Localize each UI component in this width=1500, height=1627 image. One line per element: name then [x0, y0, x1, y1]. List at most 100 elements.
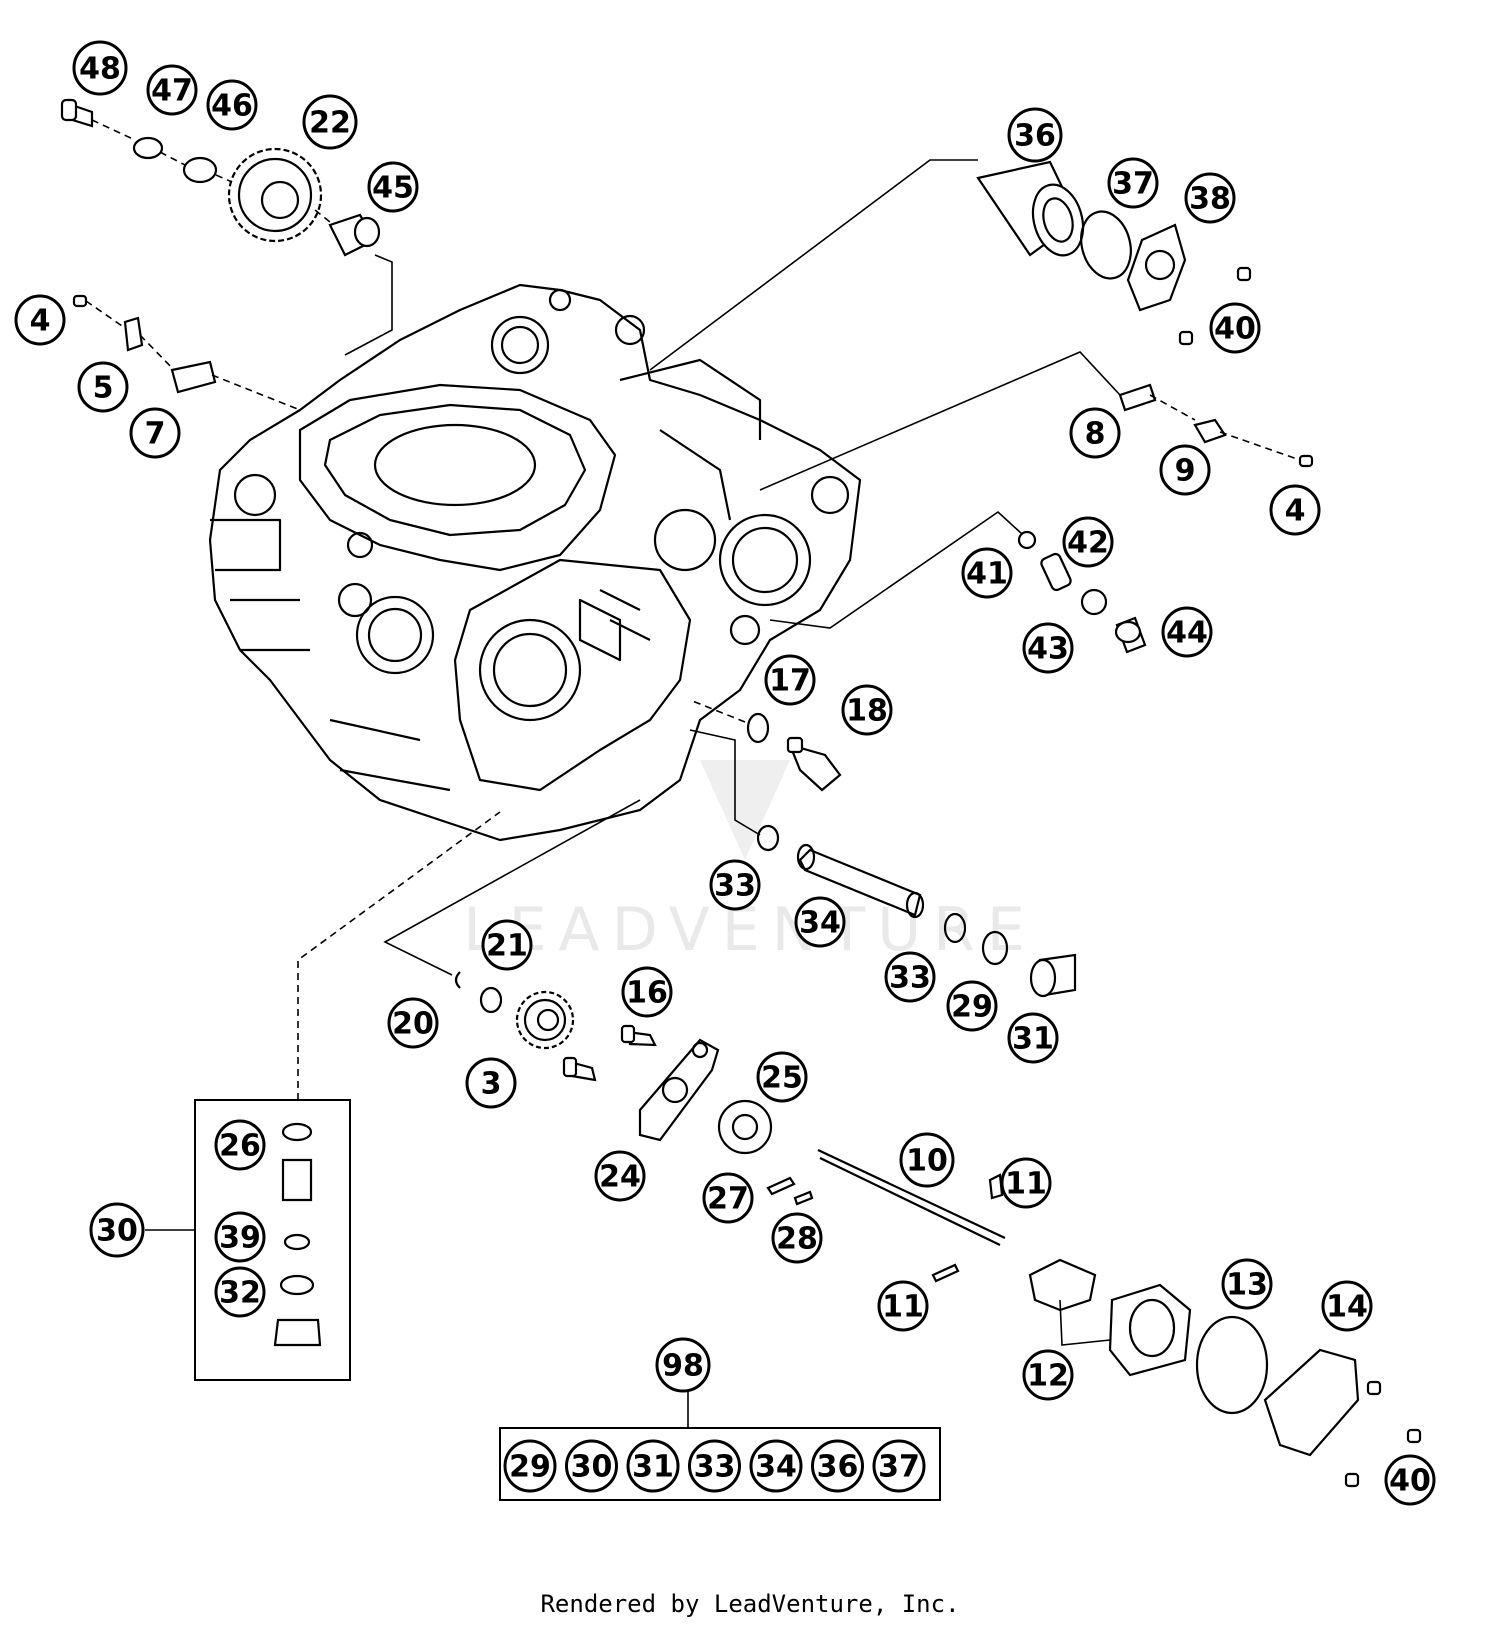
callout-number: 44 — [1166, 616, 1208, 651]
callout-31: 31 — [626, 1439, 680, 1493]
callout-29: 29 — [946, 980, 998, 1032]
callout-number: 13 — [1226, 1268, 1268, 1303]
callout-circle — [1221, 1258, 1273, 1310]
callout-33: 33 — [884, 951, 936, 1003]
callout-number: 43 — [1027, 632, 1069, 667]
callout-29: 29 — [503, 1439, 557, 1493]
oil-filter-assembly — [976, 160, 1252, 346]
callout-47: 47 — [146, 64, 198, 116]
callout-number: 42 — [1067, 526, 1109, 561]
callout-46: 46 — [206, 79, 258, 131]
cover-plate-right — [1118, 383, 1314, 468]
callout-33: 33 — [709, 859, 761, 911]
callout-circle — [841, 684, 893, 736]
callout-number: 30 — [96, 1214, 138, 1249]
callout-number: 36 — [817, 1450, 859, 1485]
callout-number: 21 — [486, 929, 528, 964]
callout-40: 40 — [1384, 1454, 1436, 1506]
pump-drive-gear — [454, 971, 597, 1082]
callout-circle — [756, 1051, 808, 1103]
callout-number: 40 — [1214, 312, 1256, 347]
callout-circle — [946, 980, 998, 1032]
callout-number: 37 — [878, 1450, 920, 1485]
pump-shaft — [766, 1149, 1006, 1283]
callout-39: 39 — [214, 1211, 266, 1263]
callout-number: 47 — [151, 74, 193, 109]
callout-38: 38 — [1184, 172, 1236, 224]
callout-circle — [961, 547, 1013, 599]
callout-circle — [565, 1439, 618, 1493]
callout-7: 7 — [129, 407, 181, 459]
callout-circle — [387, 997, 439, 1049]
callout-circle — [794, 896, 846, 948]
callout-circle — [465, 1057, 517, 1109]
callout-37: 37 — [872, 1439, 926, 1493]
callout-number: 46 — [211, 89, 253, 124]
leader-30-to-case — [297, 811, 501, 1100]
callout-circle — [749, 1439, 803, 1493]
callout-number: 36 — [1014, 119, 1056, 154]
callout-number: 20 — [392, 1007, 434, 1042]
callout-5: 5 — [77, 361, 129, 413]
callout-42: 42 — [1062, 516, 1114, 568]
callout-circle — [1007, 107, 1063, 163]
callout-40: 40 — [1209, 302, 1261, 354]
oil-screen-assembly — [756, 824, 1077, 998]
callout-36: 36 — [811, 1439, 864, 1493]
callout-circle — [1107, 157, 1159, 209]
callout-32: 32 — [214, 1266, 266, 1318]
callout-16: 16 — [621, 966, 673, 1018]
callout-circle — [1269, 484, 1321, 536]
pump-cover-and-rotor — [620, 1024, 773, 1155]
callout-8: 8 — [1069, 407, 1121, 459]
callout-10: 10 — [899, 1132, 955, 1188]
callout-48: 48 — [72, 40, 128, 96]
callout-43: 43 — [1022, 622, 1074, 674]
callout-circle — [872, 1439, 926, 1493]
callout-33: 33 — [688, 1439, 741, 1493]
callout-circle — [214, 1211, 266, 1263]
callout-number: 31 — [632, 1450, 674, 1485]
callout-45: 45 — [367, 161, 419, 213]
callout-number: 4 — [30, 304, 51, 339]
callout-4: 4 — [1269, 484, 1321, 536]
callout-circle — [89, 1202, 145, 1258]
callout-circle — [771, 1212, 823, 1264]
idler-gear — [227, 147, 323, 243]
callout-number: 25 — [761, 1061, 803, 1096]
callout-circle — [899, 1132, 955, 1188]
callout-number: 41 — [966, 557, 1008, 592]
callout-circle — [621, 966, 673, 1018]
leader-12-pair — [1059, 1299, 1111, 1346]
callout-circle — [1384, 1454, 1436, 1506]
watermark-logo: LEADVENTURE — [463, 760, 1025, 965]
callout-circle — [214, 1119, 266, 1171]
callout-4: 4 — [14, 294, 66, 346]
callout-30: 30 — [89, 1202, 145, 1258]
callout-number: 31 — [1012, 1022, 1054, 1057]
idler-gear-assembly — [60, 98, 381, 257]
callout-circle — [129, 407, 181, 459]
callout-number: 26 — [219, 1129, 261, 1164]
render-credit: Rendered by LeadVenture, Inc. — [540, 1590, 960, 1618]
callout-number: 98 — [662, 1349, 704, 1384]
callout-circle — [594, 1150, 646, 1202]
callout-circle — [702, 1172, 754, 1224]
leader-33-to-case — [689, 729, 761, 836]
callout-circle — [877, 1280, 929, 1332]
callout-circle — [214, 1266, 266, 1318]
callout-98: 98 — [655, 1337, 711, 1393]
callout-circle — [481, 919, 533, 971]
callout-17: 17 — [764, 654, 816, 706]
callout-circle — [1062, 516, 1114, 568]
callout-number: 7 — [145, 417, 166, 452]
callout-number: 11 — [882, 1290, 924, 1325]
callout-circle — [655, 1337, 711, 1393]
leader-45-to-case — [344, 254, 393, 356]
callout-number: 18 — [846, 694, 888, 729]
callout-number: 38 — [1189, 182, 1231, 217]
callout-circle — [811, 1439, 864, 1493]
callout-14: 14 — [1321, 1280, 1373, 1332]
